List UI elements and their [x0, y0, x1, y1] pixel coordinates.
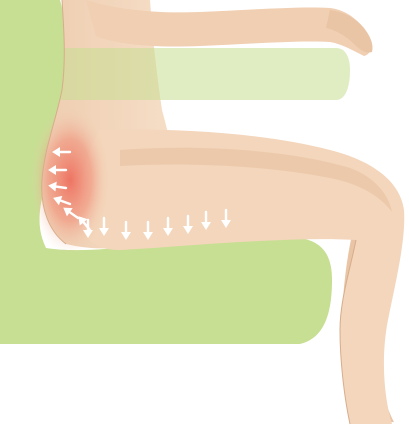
chair-seat [0, 235, 332, 344]
chair-armrest [0, 48, 350, 100]
